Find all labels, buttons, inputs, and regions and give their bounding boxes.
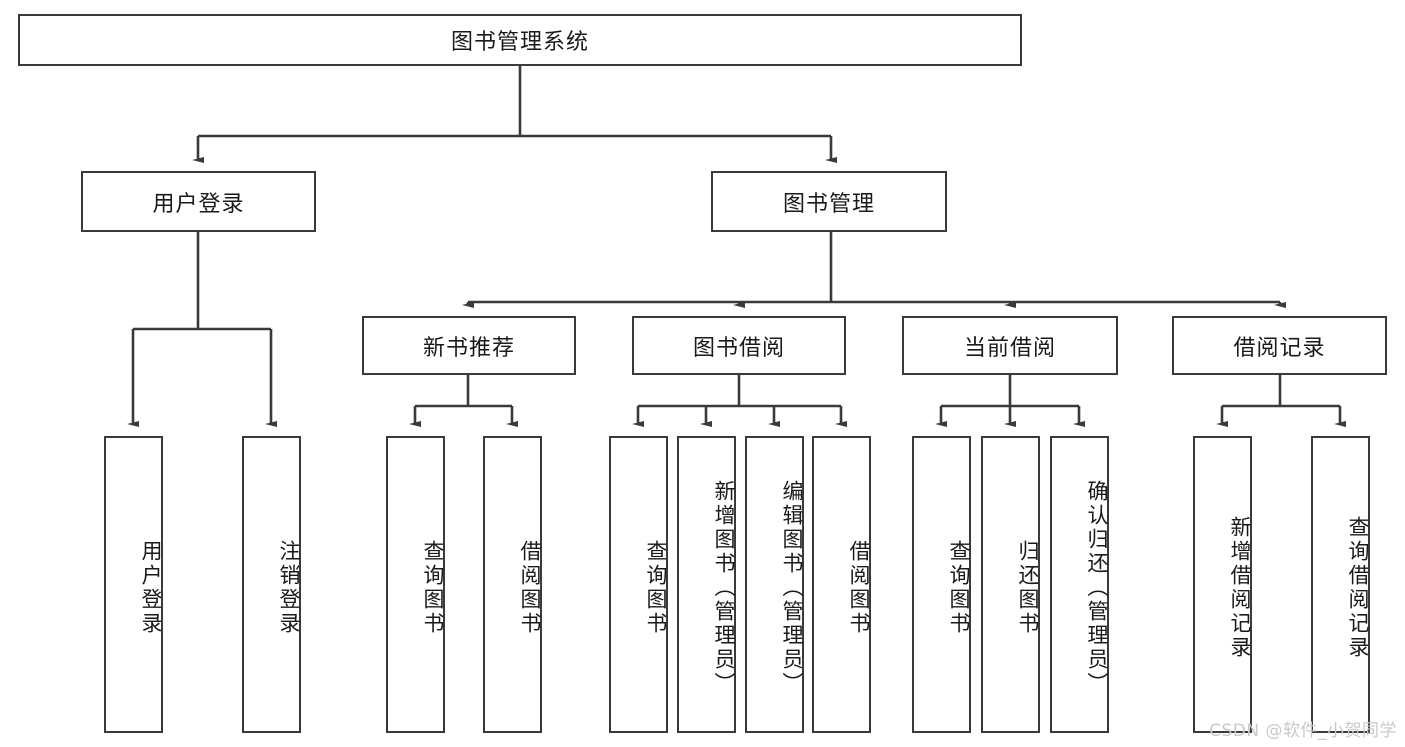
leaf-borrow-record-1[interactable]: 新增借阅记录 [1193, 436, 1252, 733]
node-book-manage[interactable]: 图书管理 [711, 171, 947, 232]
leaf-current-borrow-2[interactable]: 归还图书 [981, 436, 1040, 733]
node-user-login[interactable]: 用户登录 [81, 171, 316, 232]
node-current-borrow-label: 当前借阅 [963, 335, 1056, 361]
leaf-current-borrow-1-label: 查询图书 [947, 539, 971, 636]
leaf-new-book-1-label: 查询图书 [421, 539, 445, 636]
leaf-current-borrow-3-label: 确认归还（管理员） [1085, 479, 1109, 696]
node-book-borrow[interactable]: 图书借阅 [632, 316, 846, 375]
leaf-book-borrow-3-label: 编辑图书（管理员） [780, 479, 804, 696]
leaf-user-login-2[interactable]: 注销登录 [242, 436, 301, 733]
node-current-borrow[interactable]: 当前借阅 [902, 316, 1118, 375]
csdn-watermark: CSDN @软件_小贺同学 [1209, 721, 1397, 741]
node-borrow-record-label: 借阅记录 [1233, 335, 1326, 361]
leaf-current-borrow-1[interactable]: 查询图书 [912, 436, 971, 733]
leaf-book-borrow-2[interactable]: 新增图书（管理员） [677, 436, 736, 733]
node-root-label: 图书管理系统 [450, 30, 589, 55]
leaf-book-borrow-3[interactable]: 编辑图书（管理员） [745, 436, 804, 733]
node-book-borrow-label: 图书借阅 [692, 335, 785, 361]
node-borrow-record[interactable]: 借阅记录 [1172, 316, 1387, 375]
leaf-book-borrow-4[interactable]: 借阅图书 [812, 436, 871, 733]
leaf-borrow-record-1-label: 新增借阅记录 [1228, 515, 1252, 660]
leaf-user-login-2-label: 注销登录 [277, 539, 301, 636]
leaf-book-borrow-1-label: 查询图书 [644, 539, 668, 636]
leaf-user-login-1-label: 用户登录 [139, 539, 163, 636]
leaf-book-borrow-2-label: 新增图书（管理员） [712, 479, 736, 696]
leaf-book-borrow-4-label: 借阅图书 [847, 539, 871, 636]
leaf-new-book-2[interactable]: 借阅图书 [483, 436, 542, 733]
leaf-new-book-2-label: 借阅图书 [518, 539, 542, 636]
leaf-borrow-record-2-label: 查询借阅记录 [1346, 515, 1370, 660]
leaf-borrow-record-2[interactable]: 查询借阅记录 [1311, 436, 1370, 733]
node-root[interactable]: 图书管理系统 [18, 14, 1022, 66]
leaf-current-borrow-2-label: 归还图书 [1016, 539, 1040, 636]
node-user-login-label: 用户登录 [152, 191, 245, 217]
leaf-user-login-1[interactable]: 用户登录 [104, 436, 163, 733]
leaf-book-borrow-1[interactable]: 查询图书 [609, 436, 668, 733]
leaf-new-book-1[interactable]: 查询图书 [386, 436, 445, 733]
leaf-current-borrow-3[interactable]: 确认归还（管理员） [1050, 436, 1109, 733]
node-book-manage-label: 图书管理 [782, 191, 875, 217]
node-new-book[interactable]: 新书推荐 [362, 316, 576, 375]
node-new-book-label: 新书推荐 [422, 335, 515, 361]
